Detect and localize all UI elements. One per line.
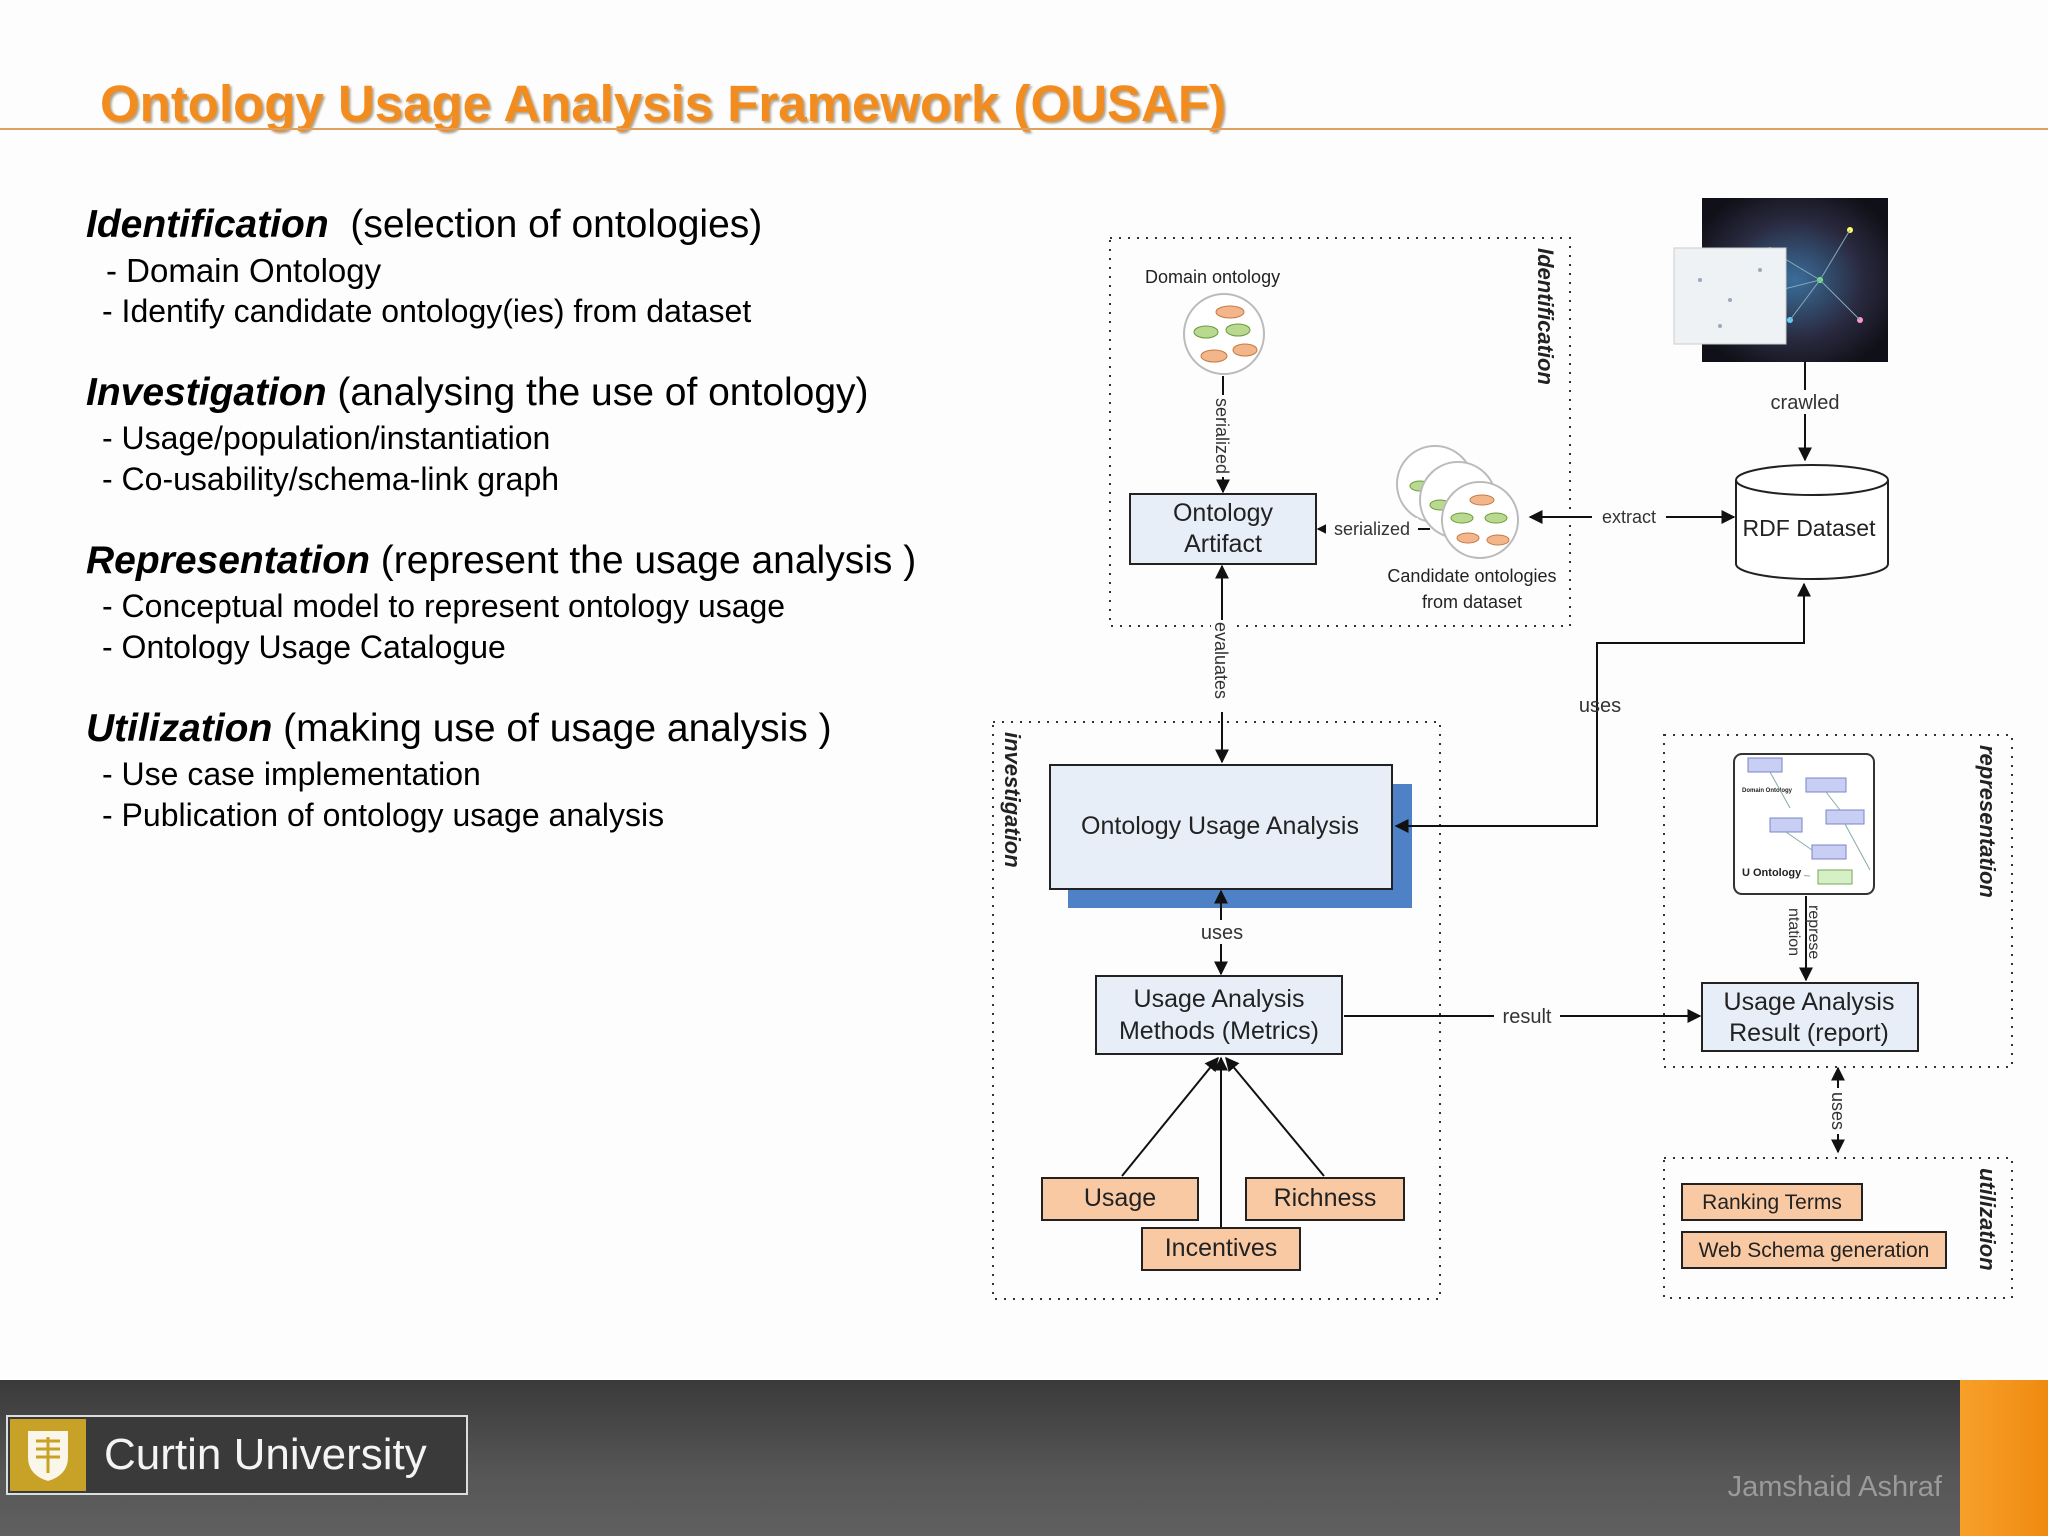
incentives-box — [1141, 1227, 1301, 1271]
richness-label: Richness — [1274, 1184, 1377, 1212]
u-ontology-domain-label: Domain Ontology — [1742, 788, 1793, 794]
result-label: result — [1503, 1006, 1552, 1028]
section-item: - Conceptual model to represent ontology… — [102, 588, 786, 624]
section-keyword: Identification — [86, 203, 329, 246]
incentives-label: Incentives — [1165, 1234, 1278, 1262]
u-ontology-model-image: Domain Ontology U Ontology — [1733, 753, 1875, 895]
section-item: - Domain Ontology — [106, 252, 382, 289]
uses-rdf-label: uses — [1579, 695, 1621, 717]
usage-analysis-methods-line2: Methods (Metrics) — [1119, 1017, 1319, 1045]
domain-ontology-icon — [1183, 293, 1265, 375]
curtin-logo: Curtin University — [6, 1415, 468, 1495]
rdf-dataset-cylinder — [1735, 464, 1889, 580]
domain-ontology-label: Domain ontology — [1145, 267, 1280, 287]
ontology-artifact-line2: Artifact — [1184, 530, 1262, 558]
section-identification: Identification (selection of ontologies)… — [86, 200, 986, 332]
uses-rdf-connector — [1394, 582, 1811, 833]
university-name: Curtin University — [104, 1430, 427, 1479]
section-item: - Use case implementation — [102, 756, 481, 792]
u-ontology-label: U Ontology — [1742, 867, 1802, 879]
section-item: - Co-usability/schema-link graph — [102, 461, 560, 497]
rdf-dataset-label: RDF Dataset — [1743, 515, 1877, 541]
section-investigation: Investigation (analysing the use of onto… — [86, 368, 986, 500]
section-description: (selection of ontologies) — [328, 203, 763, 246]
slide-title: Ontology Usage Analysis Framework (OUSAF… — [100, 75, 1227, 132]
evaluates-label: evaluates — [1211, 622, 1231, 699]
usage-analysis-result-line1: Usage Analysis — [1724, 988, 1895, 1016]
extract-label: extract — [1602, 507, 1656, 527]
crest-icon — [10, 1419, 86, 1491]
serialized-label-vertical: serialized — [1212, 398, 1232, 474]
section-description: (making use of usage analysis ) — [272, 707, 832, 750]
ontology-usage-analysis-box — [1049, 764, 1393, 890]
section-description: (analysing the use of ontology) — [326, 371, 869, 414]
section-item: - Ontology Usage Catalogue — [102, 629, 506, 665]
utilization-region-label: utilization — [1975, 1168, 2000, 1271]
section-keyword: Representation — [86, 539, 370, 582]
usage-box — [1041, 1177, 1199, 1221]
ranking-terms-box — [1681, 1183, 1863, 1221]
linked-data-cloud-image — [1673, 198, 1888, 362]
usage-label: Usage — [1084, 1184, 1156, 1212]
section-item: - Publication of ontology usage analysis — [102, 797, 665, 833]
ranking-terms-label: Ranking Terms — [1702, 1191, 1842, 1214]
representation-label-1: represe — [1805, 905, 1822, 959]
section-item: - Identify candidate ontology(ies) from … — [102, 293, 752, 329]
section-description: (represent the usage analysis ) — [369, 539, 917, 582]
usage-analysis-methods-line1: Usage Analysis — [1134, 985, 1305, 1013]
crawled-label: crawled — [1771, 392, 1840, 414]
candidate-ontologies-line2: from dataset — [1422, 592, 1522, 612]
section-representation: Representation (represent the usage anal… — [86, 536, 986, 668]
section-keyword: Utilization — [86, 707, 273, 750]
usage-analysis-methods-box — [1095, 975, 1343, 1055]
ontology-artifact-box — [1129, 493, 1317, 565]
ontology-artifact-line1: Ontology — [1173, 499, 1274, 527]
uses-methods-label: uses — [1201, 922, 1243, 944]
title-divider — [0, 128, 2048, 130]
uses-util-label: uses — [1828, 1092, 1848, 1130]
ontology-usage-analysis-label: Ontology Usage Analysis — [1081, 812, 1359, 840]
section-keyword: Investigation — [86, 371, 327, 414]
section-item: - Usage/population/instantiation — [102, 420, 551, 456]
candidate-ontologies-line1: Candidate ontologies — [1387, 566, 1556, 586]
richness-to-methods-edge — [1225, 1056, 1325, 1177]
ousaf-diagram: Identification investigation representat… — [992, 198, 2013, 1300]
web-schema-generation-box — [1681, 1231, 1947, 1269]
representation-region-label: representation — [1975, 745, 2000, 898]
identification-region-label: Identification — [1533, 248, 1558, 385]
richness-box — [1245, 1177, 1405, 1221]
utilization-region — [1663, 1157, 2013, 1299]
representation-label-2: ntation — [1785, 908, 1802, 956]
web-schema-generation-label: Web Schema generation — [1699, 1239, 1930, 1262]
representation-region — [1663, 734, 2013, 1068]
framework-outline: Identification (selection of ontologies)… — [86, 200, 986, 872]
usage-to-methods-edge — [1121, 1056, 1219, 1177]
author-name: Jamshaid Ashraf — [1727, 1471, 1942, 1503]
usage-analysis-result-line2: Result (report) — [1729, 1019, 1889, 1047]
section-utilization: Utilization (making use of usage analysi… — [86, 704, 986, 836]
candidate-ontologies-icon — [1396, 445, 1519, 559]
usage-analysis-result-box — [1701, 982, 1919, 1052]
footer-accent — [1960, 1380, 2048, 1536]
investigation-region-label: investigation — [1000, 732, 1025, 868]
serialized-label-horizontal: serialized — [1334, 519, 1410, 539]
